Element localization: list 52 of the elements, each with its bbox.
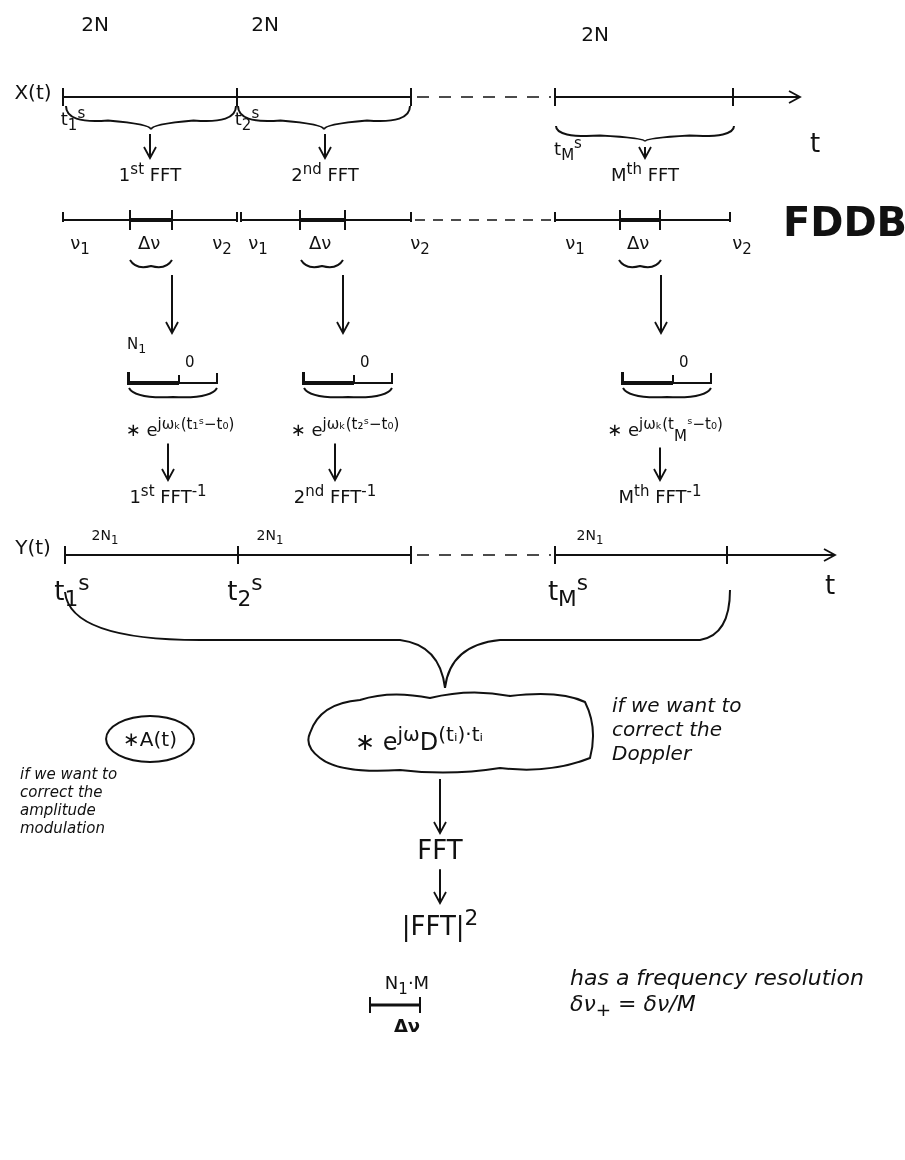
note-text: if we want to correct the Doppler xyxy=(612,693,743,765)
label-text: Y(t) xyxy=(15,535,51,559)
segment-label: 0 xyxy=(185,353,195,371)
segment-label: 0 xyxy=(679,353,689,371)
formula-text: ∗ e$^{jω}$D$^{(tᵢ)·tᵢ}$ xyxy=(355,722,484,757)
arrow xyxy=(161,442,175,481)
label-text: 2N$_{1}$ xyxy=(256,527,284,547)
label-text: 2N xyxy=(581,22,609,46)
formula-text: 1$^{st}$ FFT$^{-1}$ xyxy=(129,482,207,508)
arrow xyxy=(654,274,668,334)
formula-text: ∗ e$^{jωₖ(t₂ˢ−t₀)}$ xyxy=(290,415,400,441)
label-text: ν$_{1}$ xyxy=(565,232,585,258)
formula-text: 2$^{nd}$ FFT xyxy=(291,160,359,186)
label-text: X(t) xyxy=(14,80,52,104)
arrow xyxy=(433,868,447,904)
label-text: ν$_{1}$ xyxy=(248,232,268,258)
arrow xyxy=(638,146,652,159)
arrow xyxy=(165,274,179,334)
label-text: Δν xyxy=(393,1015,421,1037)
label-text: N$_{1}$·M xyxy=(384,972,430,998)
label-text: ν$_{2}$ xyxy=(410,232,430,258)
formula-text: FFT xyxy=(417,835,463,867)
ellipse-node: ∗A(t) xyxy=(105,715,195,763)
label-text: ν$_{2}$ xyxy=(732,232,752,258)
label-text: 2N$_{1}$ xyxy=(576,527,604,547)
arrow xyxy=(143,133,157,159)
segment-label: N$_{1}$ xyxy=(127,335,147,356)
label-text: t xyxy=(824,570,836,602)
formula-text: M$^{th}$ FFT$^{-1}$ xyxy=(618,482,702,508)
delta-nu-label: Δν xyxy=(138,232,161,254)
segment-label: 0 xyxy=(360,353,370,371)
label-text: 2N xyxy=(251,12,279,36)
label-text: t xyxy=(809,128,821,160)
arrow xyxy=(433,778,447,834)
formula-text: ∗ e$^{jωₖ(t₁ˢ−t₀)}$ xyxy=(125,415,235,441)
note-text: if we want to correct the amplitude modulation xyxy=(20,765,119,837)
delta-nu-label: Δν xyxy=(309,232,332,254)
formula-text: M$^{th}$ FFT xyxy=(611,160,679,186)
arrow xyxy=(336,274,350,334)
label-text: 2N$_{1}$ xyxy=(91,527,119,547)
label-text: 2N xyxy=(81,12,109,36)
formula-text: |FFT|$^{2}$ xyxy=(401,905,479,942)
delta-nu-label: Δν xyxy=(627,232,650,254)
label-text: has a frequency resolution δν$_{+}$ = δν/M xyxy=(570,965,865,1022)
label-text: FDDB xyxy=(782,198,905,246)
label-text: ν$_{2}$ xyxy=(212,232,232,258)
label-text: ν$_{1}$ xyxy=(70,232,90,258)
formula-text: 2$^{nd}$ FFT$^{-1}$ xyxy=(293,482,377,508)
arrow xyxy=(318,133,332,159)
arrow xyxy=(653,446,667,481)
arrow xyxy=(328,442,342,481)
formula-text: 1$^{st}$ FFT xyxy=(118,160,182,186)
